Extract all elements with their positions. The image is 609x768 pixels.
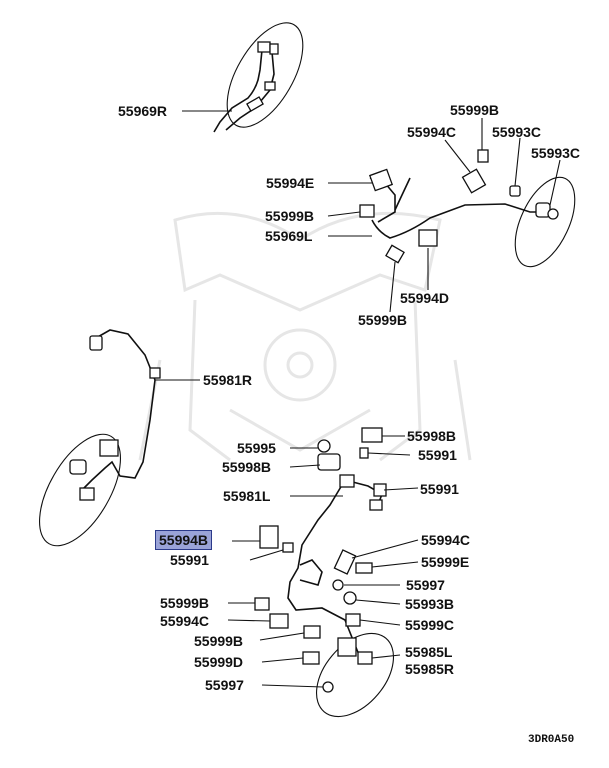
part-label-55993B: 55993B bbox=[405, 596, 455, 612]
part-label-55991-b: 55991 bbox=[420, 481, 459, 497]
diagram-code: 3DR0A50 bbox=[528, 734, 575, 746]
part-label-55999D: 55999D bbox=[194, 654, 244, 670]
part-label-55997-right: 55997 bbox=[406, 577, 445, 593]
leader-lines bbox=[155, 110, 561, 688]
part-label-55985R: 55985R bbox=[405, 661, 455, 677]
part-label-55998B-b: 55998B bbox=[222, 459, 272, 475]
part-label-55991-a: 55991 bbox=[418, 447, 457, 463]
part-label-55969L: 55969L bbox=[265, 228, 313, 244]
hose-55981R-drawing bbox=[39, 329, 161, 547]
part-label-55997-left: 55997 bbox=[205, 677, 244, 693]
part-label-55999E: 55999E bbox=[421, 554, 470, 570]
part-label-55969R: 55969R bbox=[118, 103, 168, 119]
part-label-55993C-b: 55993C bbox=[531, 145, 581, 161]
hose-55981L-drawing bbox=[254, 427, 395, 718]
part-label-55994E: 55994E bbox=[266, 175, 315, 191]
hose-55969L-drawing bbox=[359, 149, 576, 268]
part-label-55994B-highlighted[interactable]: 55994B bbox=[155, 530, 213, 550]
part-label-55998B-a: 55998B bbox=[407, 428, 457, 444]
part-label-55994C-right: 55994C bbox=[421, 532, 471, 548]
part-label-55994C-left: 55994C bbox=[160, 613, 210, 629]
part-label-55999B-left1: 55999B bbox=[160, 595, 210, 611]
watermark-emblem bbox=[138, 211, 472, 462]
hose-55969R-drawing bbox=[213, 22, 304, 133]
part-label-55999B-mid: 55999B bbox=[265, 208, 315, 224]
part-label-55999B-low: 55999B bbox=[358, 312, 408, 328]
part-label-55999C: 55999C bbox=[405, 617, 455, 633]
part-label-55981L: 55981L bbox=[223, 488, 271, 504]
part-label-55985L: 55985L bbox=[405, 644, 453, 660]
part-label-55994C-top: 55994C bbox=[407, 124, 457, 140]
part-label-55999B-left2: 55999B bbox=[194, 633, 244, 649]
part-label-55995: 55995 bbox=[237, 440, 276, 456]
part-label-55981R: 55981R bbox=[203, 372, 253, 388]
part-label-55993C-a: 55993C bbox=[492, 124, 542, 140]
part-label-55994D: 55994D bbox=[400, 290, 450, 306]
part-label-55999B-top: 55999B bbox=[450, 102, 500, 118]
part-label-55991-c: 55991 bbox=[170, 552, 209, 568]
